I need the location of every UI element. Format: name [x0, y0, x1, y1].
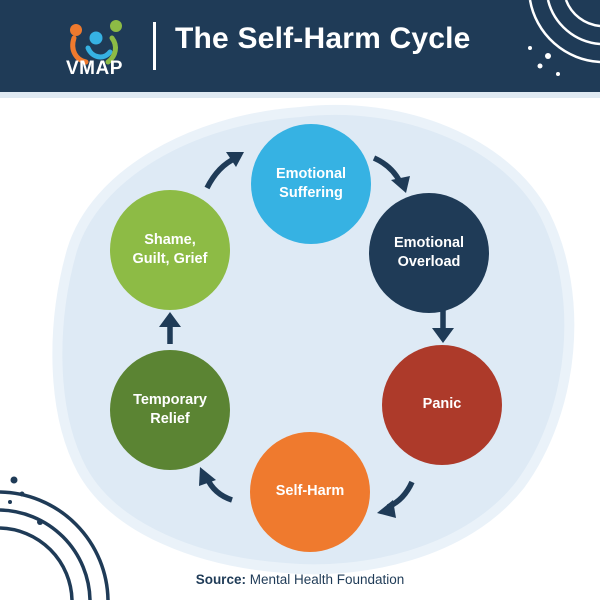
header-divider: [153, 22, 156, 70]
logo-text: VMAP: [66, 58, 123, 79]
arrow-overload-to-panic: [432, 310, 454, 343]
node-emotional-overload: Emotional Overload: [369, 193, 489, 313]
node-panic: Panic: [382, 345, 502, 465]
node-temporary-relief: Temporary Relief: [110, 350, 230, 470]
node-emotional-suffering: Emotional Suffering: [251, 124, 371, 244]
vmap-logo-icon: [70, 20, 122, 65]
node-self-harm: Self-Harm: [250, 432, 370, 552]
source-text: Mental Health Foundation: [245, 572, 405, 587]
corner-decoration-bottom-left: [0, 476, 110, 600]
node-shame-guilt-grief: Shame, Guilt, Grief: [110, 190, 230, 310]
arrow-selfharm-to-relief: [199, 467, 233, 503]
source-citation: Source: Mental Health Foundation: [0, 572, 600, 587]
arrow-shame-to-suffering: [204, 152, 244, 190]
arrow-relief-to-shame: [159, 312, 181, 344]
page-title: The Self-Harm Cycle: [175, 22, 471, 55]
corner-decoration-top-right: [528, 0, 600, 76]
arrow-panic-to-selfharm: [377, 480, 415, 518]
source-label: Source:: [195, 572, 246, 587]
header-underline: [0, 92, 600, 98]
arrow-suffering-to-overload: [372, 155, 410, 193]
header-bar: VMAP The Self-Harm Cycle: [0, 0, 600, 92]
